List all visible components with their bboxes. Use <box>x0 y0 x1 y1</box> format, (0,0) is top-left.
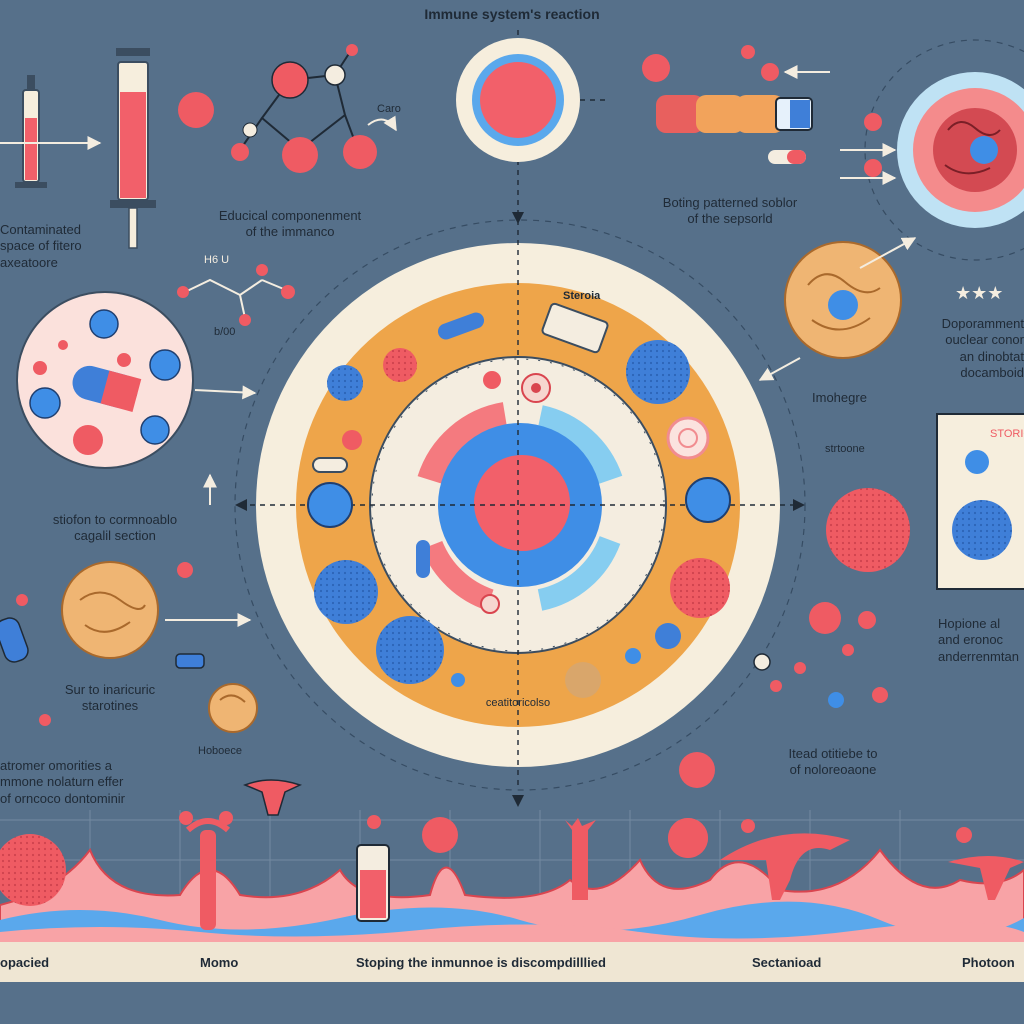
right-top-cell <box>897 72 1024 228</box>
target-cell-top <box>456 38 580 162</box>
cycle-arrow-red <box>417 402 508 485</box>
ring-cells <box>307 302 731 698</box>
label-steroid: Steroia <box>563 290 601 302</box>
label-starotines: Sur to inaricuric starotines <box>64 682 156 714</box>
label-panel: STORIO <box>990 428 1024 440</box>
label-right-description: Doporamment ouclear conor an dinobtat do… <box>941 316 1024 380</box>
footer-item-2: Momo <box>200 955 239 970</box>
capsule-cell-left <box>16 291 194 469</box>
tissue-cell-left <box>0 561 258 733</box>
label-center-bottom: ceatitoricolso <box>485 697 551 709</box>
label-caro: Caro <box>377 103 401 115</box>
label-hopione: Hopione al and eronoc anderrenmtan <box>938 616 1019 664</box>
label-strone: strtoone <box>825 443 865 455</box>
label-imohegre: Imohegre <box>812 390 867 405</box>
label-right-bottom: Itead otitiebe to of noloreoaone <box>788 746 878 778</box>
cycle-arrow-blue <box>536 405 623 485</box>
label-chem-bottom: b/00 <box>214 326 236 338</box>
footer-item-3: Stoping the inmunnoe is discompdilllied <box>356 955 606 970</box>
label-reaction-effect: atromer omorities a mmone nolaturn effer… <box>0 758 126 806</box>
syringe-left <box>15 75 47 188</box>
label-patterned-color: Boting patterned soblor of the sepsorld <box>662 195 798 227</box>
tissue-landscape <box>0 810 1024 946</box>
syringe-big <box>110 48 156 249</box>
right-tissue-cell <box>784 241 902 359</box>
footer-bar <box>0 942 1024 982</box>
footer-item-4: Sectanioad <box>752 955 822 970</box>
label-educational-components: Educical componenment of the immanco <box>218 208 362 240</box>
right-inset-panel <box>936 413 1024 590</box>
rating-stars: ★★★ <box>955 283 1004 303</box>
diagram-title: Immune system's reaction <box>424 6 600 22</box>
footer-item-1: opacied <box>0 955 50 970</box>
label-chem-top: H6 U <box>204 254 230 266</box>
label-hoboece: Hoboece <box>198 745 243 757</box>
chemical-structure <box>184 278 287 319</box>
uterus-icons <box>243 779 303 816</box>
capsule-chain <box>656 95 813 164</box>
label-compatible-section: stiofon to cormnoablo cagalil section <box>52 512 178 544</box>
nucleus-core <box>474 455 570 551</box>
label-contaminated-space: Contaminated space of fitero axeatoore <box>0 222 82 270</box>
footer-item-5: Photoon <box>962 955 1015 970</box>
